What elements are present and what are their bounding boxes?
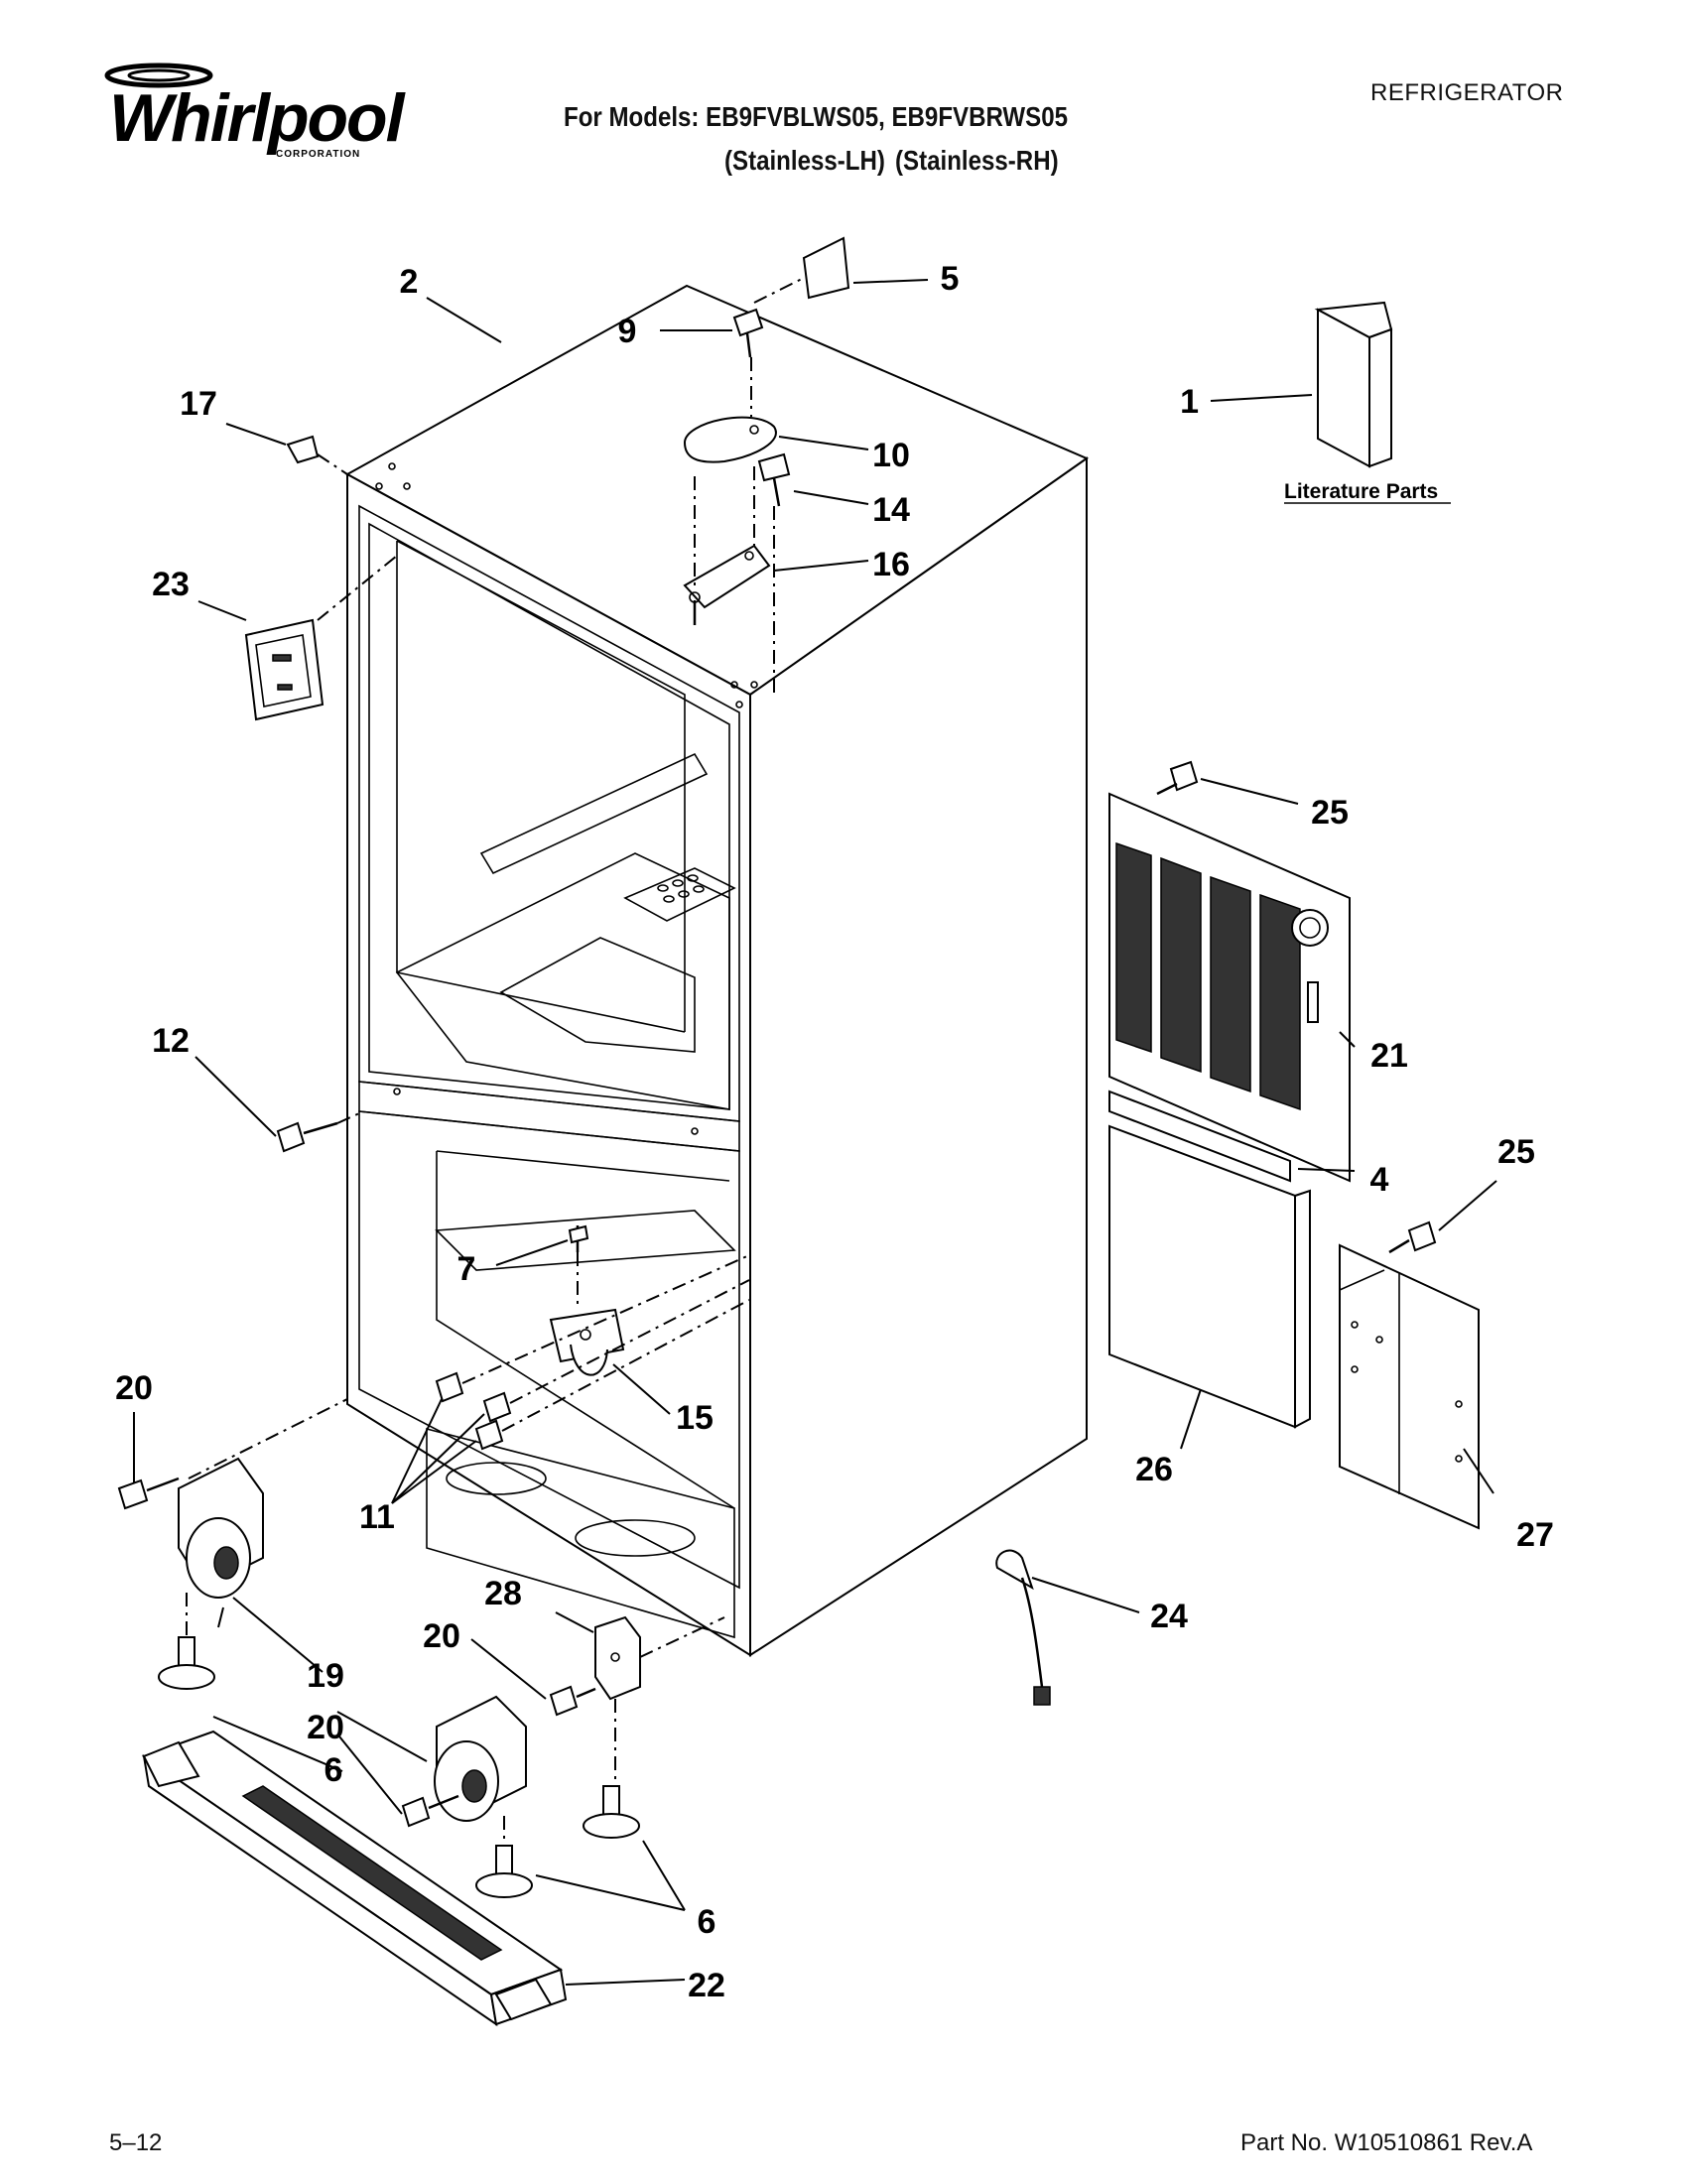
part-17-clip bbox=[286, 435, 320, 464]
callout-7: 7 bbox=[457, 1250, 476, 1288]
brand-subtitle: CORPORATION bbox=[276, 149, 361, 160]
callout-10: 10 bbox=[872, 437, 910, 474]
callout-17: 17 bbox=[180, 385, 217, 423]
callout-24: 24 bbox=[1150, 1598, 1188, 1635]
part-23-control-panel bbox=[244, 555, 398, 721]
callout-25-top: 25 bbox=[1311, 794, 1349, 832]
callout-20-left: 20 bbox=[115, 1369, 153, 1407]
brand-name: Whirlpool bbox=[109, 80, 404, 156]
callout-20-right: 20 bbox=[423, 1617, 460, 1655]
callout-20-lower: 20 bbox=[307, 1709, 344, 1746]
logo-swoosh-icon bbox=[104, 63, 213, 88]
brand-logo: Whirlpool CORPORATION bbox=[99, 62, 404, 161]
callout-4: 4 bbox=[1370, 1161, 1389, 1199]
models-variants: (Stainless-LH) (Stainless-RH) bbox=[724, 145, 1059, 176]
callout-1: 1 bbox=[1180, 383, 1199, 421]
part-4-seal-strip bbox=[1108, 1090, 1291, 1183]
models-heading: For Models: EB9FVBLWS05, EB9FVBRWS05 bbox=[564, 101, 1069, 132]
callout-23: 23 bbox=[152, 566, 190, 603]
part-12-screw bbox=[276, 1112, 360, 1153]
callout-22: 22 bbox=[688, 1967, 725, 2004]
lower-hinge-parts bbox=[435, 1224, 750, 1451]
callout-28: 28 bbox=[484, 1575, 522, 1612]
literature-parts bbox=[1314, 301, 1393, 468]
part-24-power-cord bbox=[995, 1549, 1051, 1706]
callout-14: 14 bbox=[872, 491, 910, 529]
air-vent-holes bbox=[657, 874, 705, 903]
callout-9: 9 bbox=[618, 313, 637, 350]
callout-16: 16 bbox=[872, 546, 910, 583]
callout-27: 27 bbox=[1516, 1516, 1554, 1554]
mounting-holes bbox=[375, 462, 758, 1135]
toe-grille bbox=[141, 1730, 568, 2027]
part-number: Part No. W10510861 Rev.A bbox=[1240, 2129, 1533, 2156]
callout-6-right: 6 bbox=[698, 1903, 716, 1941]
top-hinge-parts bbox=[683, 277, 805, 695]
callout-leaders bbox=[133, 279, 1497, 1986]
literature-parts-label: Literature Parts bbox=[1284, 480, 1438, 503]
callout-labels: 1 2 4 5 6 6 7 9 10 11 12 14 15 16 17 19 … bbox=[115, 260, 1554, 2004]
callout-5: 5 bbox=[941, 260, 960, 298]
page-number: 5–12 bbox=[109, 2129, 163, 2156]
callout-25-lower: 25 bbox=[1497, 1133, 1535, 1171]
callout-26: 26 bbox=[1135, 1451, 1173, 1488]
right-roller-assembly bbox=[401, 1615, 725, 1898]
callout-15: 15 bbox=[676, 1399, 714, 1437]
part-5-pad bbox=[802, 236, 850, 300]
callout-21: 21 bbox=[1370, 1037, 1408, 1075]
callout-12: 12 bbox=[152, 1022, 190, 1060]
appliance-category: REFRIGERATOR bbox=[1370, 79, 1564, 106]
machine-compartment-grille bbox=[1108, 760, 1351, 1183]
cabinet-assembly bbox=[344, 284, 1090, 1657]
callout-6-left: 6 bbox=[325, 1751, 343, 1789]
part-27-rear-panel bbox=[1339, 1220, 1480, 1530]
callout-2: 2 bbox=[400, 263, 419, 301]
left-roller-assembly bbox=[117, 1398, 348, 1690]
part-26-front-panel bbox=[1108, 1124, 1311, 1429]
callout-11: 11 bbox=[359, 1498, 395, 1536]
callout-19: 19 bbox=[307, 1657, 344, 1695]
